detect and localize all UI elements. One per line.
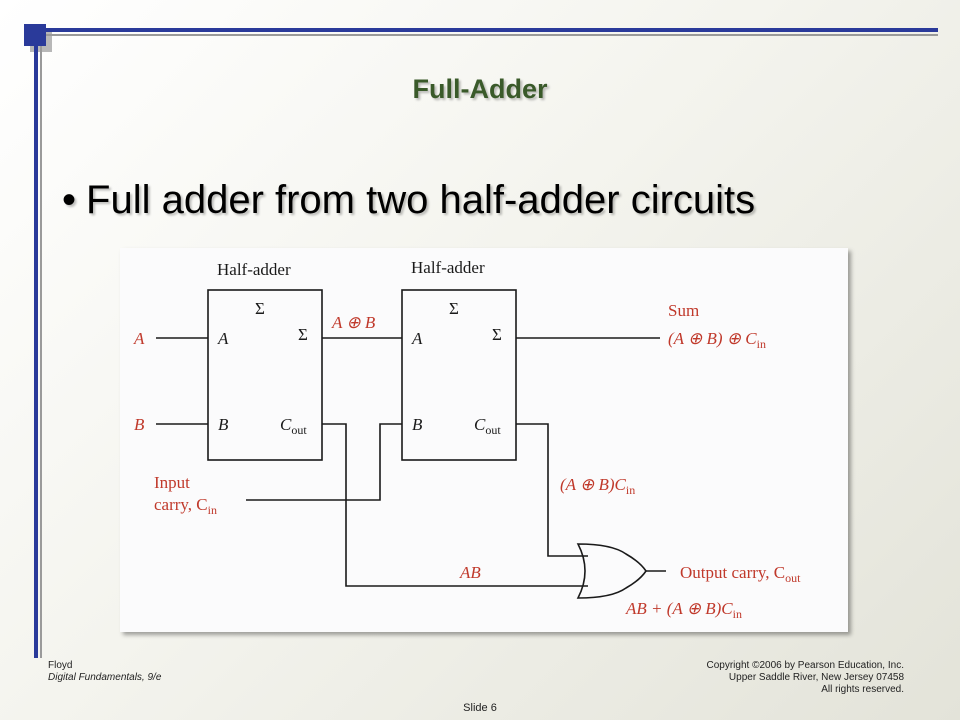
or-gate (576, 543, 647, 599)
slide-title: Full-Adder (412, 74, 548, 104)
footer-left: Floyd Digital Fundamentals, 9/e (48, 660, 161, 684)
ab-label: AB (459, 563, 481, 582)
a-xor-b-label: A ⊕ B (331, 313, 376, 332)
ha2-label: Half-adder (411, 258, 485, 277)
wire-cin (246, 423, 402, 501)
ha1-sum-pin: Σ (298, 325, 308, 344)
half-adder-1-box (207, 289, 323, 461)
ha1-label: Half-adder (217, 260, 291, 279)
top-accent-shadow (24, 34, 938, 36)
ha2-sum-pin: Σ (492, 325, 502, 344)
footer-book: Digital Fundamentals, 9/e (48, 672, 162, 683)
ha2-pin-a: A (411, 329, 423, 348)
ha1-sigma: Σ (255, 299, 265, 318)
wire-ab (322, 423, 588, 587)
xor-carry-label: (A ⊕ B)Cin (560, 475, 635, 497)
top-accent-bar (24, 28, 938, 32)
output-carry-label: Output carry, Cout (680, 563, 801, 585)
footer-author: Floyd (48, 660, 73, 671)
ha2-pin-b: B (412, 415, 423, 434)
input-b-label: B (134, 415, 145, 434)
input-a-label: A (133, 329, 145, 348)
input-carry-line2: carry, Cin (154, 495, 217, 517)
ha1-pin-b: B (218, 415, 229, 434)
bullet-dot-icon: • (62, 178, 77, 222)
slide-number: Slide 6 (463, 702, 497, 714)
sum-label: Sum (668, 301, 699, 320)
ha1-pin-a: A (217, 329, 229, 348)
full-adder-diagram: Half-adder Half-adder Σ Σ Σ Σ A B A B Co… (120, 248, 848, 632)
ha2-sigma: Σ (449, 299, 459, 318)
ha2-cout-pin: Cout (474, 415, 501, 437)
circuit-svg: Half-adder Half-adder Σ Σ Σ Σ A B A B Co… (133, 258, 801, 621)
ha1-cout-pin: Cout (280, 415, 307, 437)
corner-square (24, 24, 46, 46)
left-accent-bar (34, 40, 38, 658)
footer-right: Copyright ©2006 by Pearson Education, In… (707, 660, 905, 696)
bullet-text: Full adder from two half-adder circuits (86, 178, 756, 222)
half-adder-2-box (401, 289, 517, 461)
footer-copyright-2: Upper Saddle River, New Jersey 07458 (728, 672, 904, 683)
left-accent-shadow (40, 40, 42, 658)
footer-copyright-1: Copyright ©2006 by Pearson Education, In… (706, 660, 905, 671)
wire-xor-carry (516, 423, 588, 557)
footer-copyright-3: All rights reserved. (821, 684, 904, 695)
bullet-item: •Full adder from two half-adder circuits (62, 178, 755, 223)
output-carry-expression: AB + (A ⊕ B)Cin (625, 599, 742, 621)
sum-expression: (A ⊕ B) ⊕ Cin (668, 329, 766, 351)
input-carry-line1: Input (154, 473, 190, 492)
